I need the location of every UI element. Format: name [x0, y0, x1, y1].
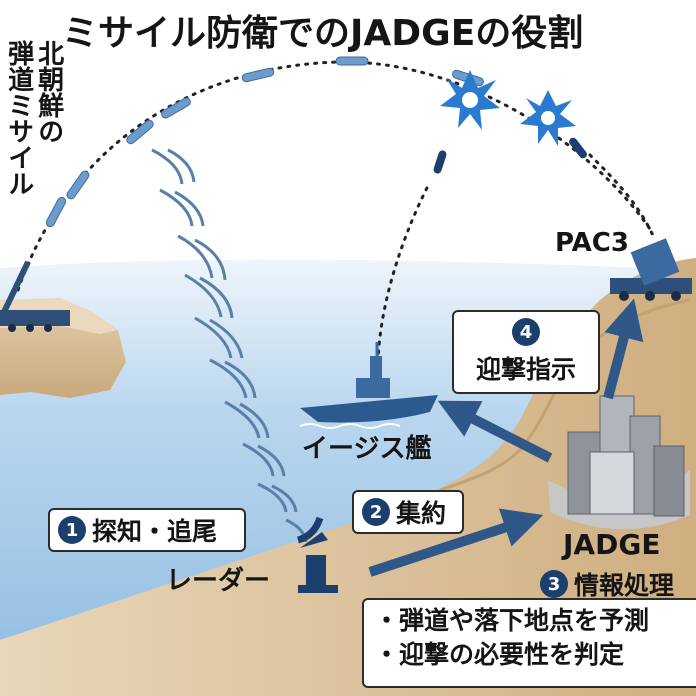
step-3-heading: 3 情報処理	[540, 566, 674, 602]
aegis-label: イージス艦	[302, 434, 432, 464]
diagram-title: ミサイル防衛でのJADGEの役割	[62, 13, 584, 54]
jadge-building	[548, 395, 690, 530]
pac3-interceptor	[569, 137, 587, 159]
arrow-radar-to-jadge	[368, 508, 544, 577]
step-4-box: 4 迎撃指示	[452, 310, 600, 394]
step-1-number: 1	[58, 516, 86, 544]
step-4-number: 4	[512, 318, 540, 346]
processing-details-box: ・弾道や落下地点を予測 ・迎撃の必要性を判定	[362, 598, 696, 688]
step-4-text: 迎撃指示	[475, 355, 576, 384]
radar-waves	[151, 148, 308, 543]
pac3-launcher	[610, 238, 692, 301]
processing-detail-1: ・弾道や落下地点を予測	[374, 606, 650, 635]
radar-station	[296, 516, 338, 593]
flow-arrows	[368, 298, 644, 577]
intercept-burst-2	[520, 90, 576, 146]
step-2-text: 集約	[396, 499, 447, 528]
step-3-number: 3	[540, 570, 568, 598]
radar-label: レーダー	[166, 566, 271, 596]
intercept-burst-1	[440, 70, 500, 130]
missile-label-line-2: 弾道ミサイル	[3, 40, 34, 196]
step-1-box: 1 探知・追尾	[48, 508, 246, 552]
jadge-label: JADGE	[563, 528, 661, 561]
missile-launcher	[0, 260, 70, 332]
step-1-text: 探知・追尾	[92, 517, 218, 546]
arrow-jadge-to-aegis	[437, 400, 553, 463]
processing-detail-2: ・迎撃の必要性を判定	[374, 640, 625, 669]
pac3-label: PAC3	[555, 228, 629, 258]
right-landmass	[0, 258, 696, 696]
arrow-jadge-to-pac3	[603, 298, 644, 400]
step-2-box: 2 集約	[352, 490, 464, 534]
step-3-text: 情報処理	[574, 571, 675, 600]
ballistic-missiles	[45, 56, 484, 228]
missile-label-line-1: 北朝鮮の	[33, 40, 64, 144]
aegis-destroyer	[299, 342, 438, 429]
step-2-number: 2	[362, 498, 390, 526]
aegis-interceptor	[433, 150, 447, 174]
pac3-interceptor-path	[588, 153, 657, 242]
